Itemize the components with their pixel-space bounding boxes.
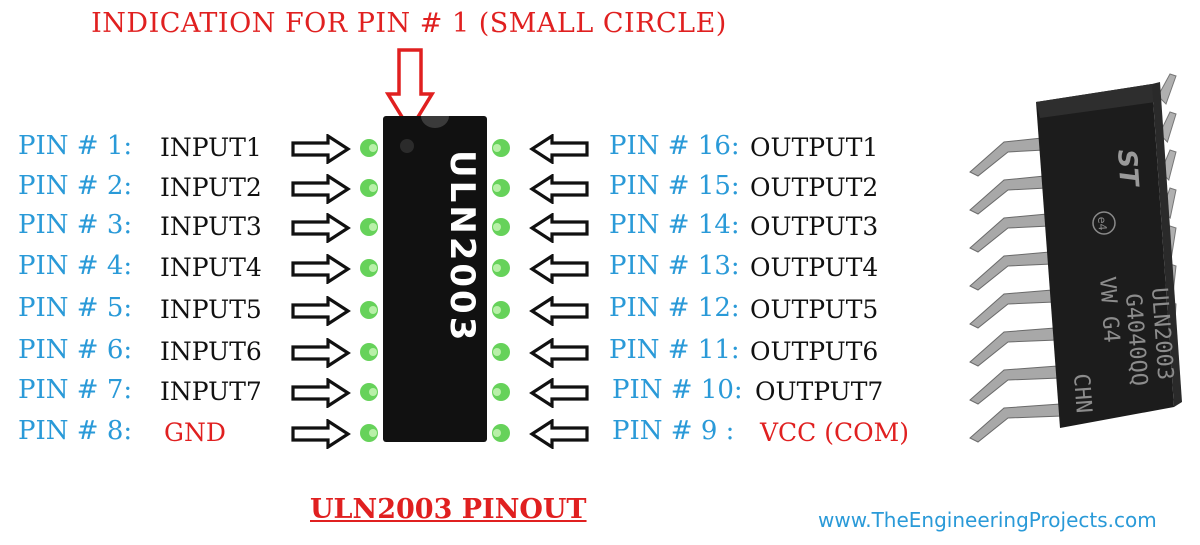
photo-st-logo: ST — [1111, 148, 1144, 189]
right-pin-signal-10: OUTPUT7 — [755, 377, 884, 406]
right-pin-number-14: PIN # 14: — [609, 210, 740, 240]
right-arrow-icon — [291, 419, 351, 449]
right-arrow-icon — [291, 338, 351, 368]
photo-marking-line-3: VW G4 — [1094, 276, 1124, 344]
right-pin-number-11: PIN # 11: — [609, 335, 740, 365]
right-arrow-icon — [291, 213, 351, 243]
photo-chip-leg — [969, 327, 1058, 367]
left-pin-signal-6: INPUT6 — [160, 337, 262, 366]
right-pin-number-10: PIN # 10: — [612, 375, 743, 405]
chip-notch — [421, 116, 449, 128]
website-link[interactable]: www.TheEngineeringProjects.com — [818, 508, 1157, 532]
left-arrow-icon — [529, 254, 589, 284]
right-arrow-icon — [291, 378, 351, 408]
right-pin-number-13: PIN # 13: — [609, 251, 740, 281]
right-pin-number-12: PIN # 12: — [609, 293, 740, 323]
diagram-title: ULN2003 PINOUT — [310, 494, 587, 525]
right-pin-number-16: PIN # 16: — [609, 131, 740, 161]
left-pin-signal-3: INPUT3 — [160, 212, 262, 241]
photo-chip-leg — [969, 365, 1061, 405]
pin1-indicator-arrow — [385, 48, 435, 134]
left-pin-number-2: PIN # 2: — [18, 171, 133, 201]
left-pin-signal-7: INPUT7 — [160, 377, 262, 406]
left-pin-number-3: PIN # 3: — [18, 210, 133, 240]
pin1-dot — [400, 139, 414, 153]
left-pin-number-5: PIN # 5: — [18, 293, 133, 323]
left-arrow-icon — [529, 174, 589, 204]
photo-chip-leg — [969, 213, 1050, 253]
left-pin-signal-8: GND — [164, 418, 226, 447]
photo-chip-leg — [969, 175, 1048, 215]
right-pin-signal-15: OUTPUT2 — [750, 173, 879, 202]
photo-chip-body — [1036, 84, 1174, 428]
photo-chip-leg — [969, 137, 1045, 177]
left-pin-number-1: PIN # 1: — [18, 131, 133, 161]
chip-photo: ST e4 ULN2003 G4040QQ VW G4 CHN — [969, 73, 1182, 443]
right-pin-number-9: PIN # 9 : — [612, 416, 735, 446]
right-arrow-icon — [291, 296, 351, 326]
right-pin-number-15: PIN # 15: — [609, 171, 740, 201]
left-pin-number-8: PIN # 8: — [18, 416, 133, 446]
left-pin-signal-1: INPUT1 — [160, 133, 262, 162]
left-pin-number-7: PIN # 7: — [18, 375, 133, 405]
left-arrow-icon — [529, 419, 589, 449]
chip-body — [383, 116, 487, 442]
right-pin-signal-9: VCC (COM) — [760, 418, 909, 447]
right-pin-signal-11: OUTPUT6 — [750, 337, 879, 366]
left-arrow-icon — [529, 134, 589, 164]
right-pin-signal-14: OUTPUT3 — [750, 212, 879, 241]
left-arrow-icon — [529, 378, 589, 408]
left-pin-signal-4: INPUT4 — [160, 253, 262, 282]
photo-chip-leg — [1157, 73, 1177, 105]
left-arrow-icon — [529, 296, 589, 326]
right-arrow-icon — [291, 254, 351, 284]
left-pin-signal-5: INPUT5 — [160, 295, 262, 324]
right-arrow-icon — [291, 174, 351, 204]
pin1-indication-label: INDICATION FOR PIN # 1 (SMALL CIRCLE) — [91, 8, 727, 39]
left-arrow-icon — [529, 213, 589, 243]
right-pin-signal-12: OUTPUT5 — [750, 295, 879, 324]
left-pin-number-6: PIN # 6: — [18, 335, 133, 365]
photo-e4-mark: e4 — [1095, 216, 1109, 231]
left-pin-signal-2: INPUT2 — [160, 173, 262, 202]
right-pin-signal-16: OUTPUT1 — [750, 133, 879, 162]
photo-chip-leg — [969, 403, 1063, 443]
photo-marking-line-4: CHN — [1068, 373, 1096, 414]
photo-chip-leg — [969, 289, 1055, 329]
chip-label: ULN2003 — [442, 150, 482, 343]
right-pin-signal-13: OUTPUT4 — [750, 253, 879, 282]
right-arrow-icon — [291, 134, 351, 164]
left-arrow-icon — [529, 338, 589, 368]
uln2003-chip-diagram: ULN2003 — [360, 116, 510, 442]
photo-chip-leg — [969, 251, 1053, 291]
left-pin-number-4: PIN # 4: — [18, 251, 133, 281]
